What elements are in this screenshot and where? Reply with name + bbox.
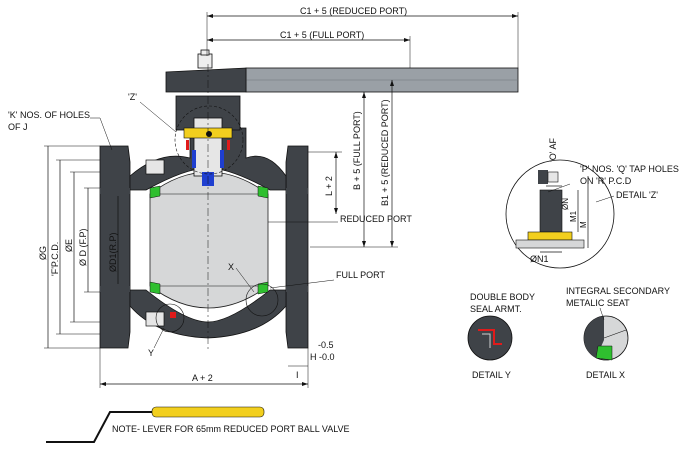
label-note: NOTE- LEVER FOR 65mm REDUCED PORT BALL V… xyxy=(112,424,350,434)
detail-x-marker xyxy=(245,283,279,317)
label-on: ØN xyxy=(561,198,570,210)
label-k-holes-line1: 'K' NOS. OF HOLES xyxy=(8,110,90,120)
label-od: Ø D (F.P) xyxy=(78,228,88,266)
label-h-tol: H -0.0 xyxy=(310,352,335,362)
label-c1-full: C1 + 5 (FULL PORT) xyxy=(280,30,364,40)
body-bolt xyxy=(145,159,176,327)
label-od1: ØD1(R.P) xyxy=(108,232,118,272)
label-detail-y: DETAIL Y xyxy=(472,370,511,380)
label-m1: M1 xyxy=(569,210,578,222)
valve-ball xyxy=(149,171,269,309)
detail-x-view xyxy=(583,315,629,361)
label-k-holes-line2: OF J xyxy=(8,122,28,132)
valve-body xyxy=(99,127,309,349)
lever-handle xyxy=(165,49,519,93)
label-a: A + 2 xyxy=(192,373,213,383)
label-z-callout: 'Z' xyxy=(128,92,137,102)
dimension-c1-full: C1 + 5 (FULL PORT) xyxy=(207,30,411,68)
label-full-port: FULL PORT xyxy=(336,270,386,280)
label-b-full: B + 5 (FULL PORT) xyxy=(352,111,362,190)
detail-z-view xyxy=(505,159,615,269)
label-on1: ØN1 xyxy=(530,254,549,264)
label-p-nos-line2: ON 'R' P.C.D xyxy=(580,176,632,186)
label-o-af: 'O' AF xyxy=(548,138,558,162)
label-x-callout: X xyxy=(228,262,234,272)
dimension-c1-reduced: C1 + 5 (REDUCED PORT) xyxy=(206,6,519,68)
label-p-nos-line1: 'P' NOS. 'Q' TAP HOLES xyxy=(580,164,679,174)
label-c1-reduced: C1 + 5 (REDUCED PORT) xyxy=(300,6,407,16)
label-og: ØG xyxy=(38,246,48,260)
label-integral-line1: INTEGRAL SECONDARY xyxy=(566,286,670,296)
label-reduced-port: REDUCED PORT xyxy=(340,214,412,224)
note-lever-sketch xyxy=(46,406,265,443)
label-tol-minus: -0.5 xyxy=(318,340,334,350)
label-oe: ØE xyxy=(64,239,74,252)
dimension-a: A + 2 xyxy=(99,348,309,388)
valve-seats xyxy=(149,185,269,295)
label-double-body-line2: SEAL ARMT. xyxy=(470,304,522,314)
left-diameter-dimensions: ØG 'F'P.C.D. ØE Ø D (F.P) ØD1(R.P) xyxy=(38,145,119,349)
label-m: M xyxy=(579,221,588,228)
label-l: L + 2 xyxy=(324,176,334,196)
detail-y-view xyxy=(467,315,513,361)
detail-z-marker xyxy=(174,105,244,175)
label-integral-line2: METALIC SEAT xyxy=(566,298,630,308)
label-detail-x: DETAIL X xyxy=(586,370,625,380)
label-double-body-line1: DOUBLE BODY xyxy=(470,292,535,302)
dimension-b-full: B + 5 (FULL PORT) xyxy=(352,92,366,247)
detail-y-marker xyxy=(155,303,185,333)
label-fpcd: 'F'P.C.D. xyxy=(50,242,60,276)
dimension-l: L + 2 xyxy=(324,152,338,214)
label-y-callout: Y xyxy=(148,348,154,358)
label-b1-reduced: B1 + 5 (REDUCED PORT) xyxy=(380,99,390,206)
label-i-mark: I xyxy=(296,370,299,380)
label-detail-z: DETAIL 'Z' xyxy=(616,190,658,200)
dimension-b1-reduced: B1 + 5 (REDUCED PORT) xyxy=(380,80,394,247)
